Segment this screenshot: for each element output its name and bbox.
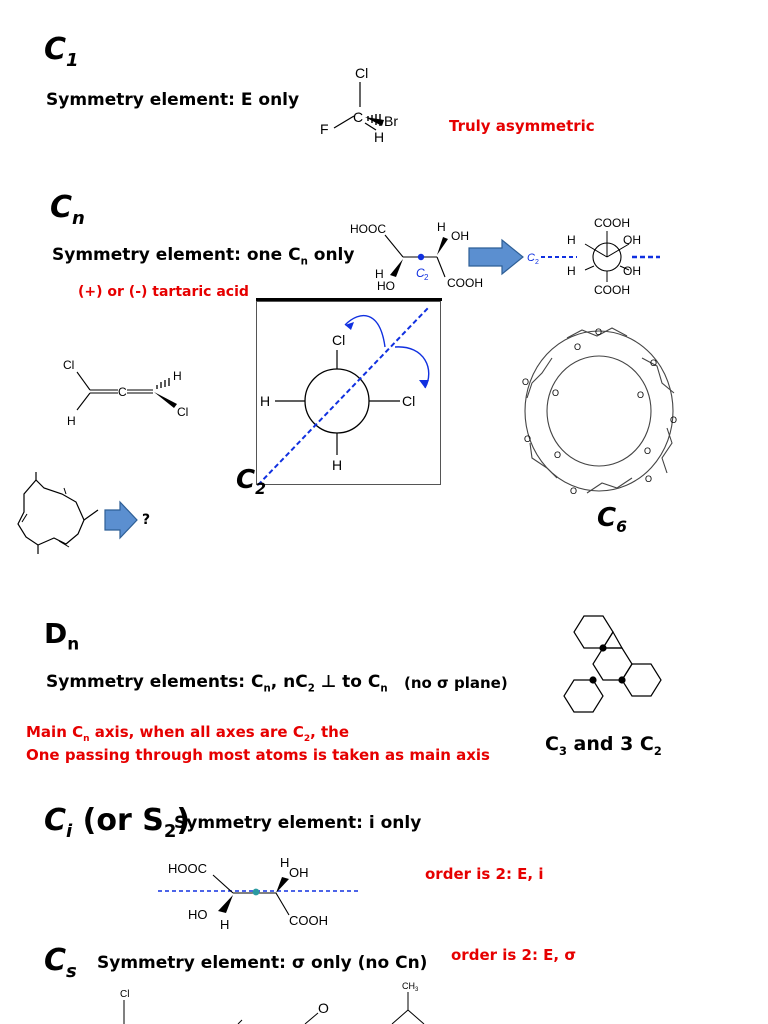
svg-text:O: O (554, 450, 561, 460)
dn-no-sigma: (no σ plane) (404, 674, 508, 692)
svg-text:H: H (567, 264, 576, 278)
svg-text:OH: OH (289, 865, 309, 880)
atom-cl: Cl (355, 65, 368, 81)
question-mark: ? (142, 512, 151, 528)
allene-molecule: Cl C H H Cl (63, 358, 188, 428)
cs-example-molecules: Cl O CH3 (120, 981, 425, 1024)
ci-tartaric-molecule: HOOC H OH COOH HO H (158, 855, 358, 932)
svg-text:O: O (522, 377, 529, 387)
svg-text:HO: HO (377, 279, 395, 293)
arrow-right-icon-2 (104, 500, 138, 540)
svg-text:Cl: Cl (177, 405, 188, 419)
svg-text:COOH: COOH (594, 216, 630, 230)
svg-text:C: C (527, 252, 535, 264)
svg-text:OH: OH (623, 264, 641, 278)
tartaric-molecule: HOOC C 2 COOH H OH H HO (350, 220, 483, 293)
dn-main-axis-note-2: One passing through most atoms is taken … (26, 746, 490, 764)
newman-projection-large: Cl H Cl H (257, 307, 430, 486)
svg-text:2: 2 (424, 273, 429, 282)
cs-heading: Cs (44, 943, 77, 982)
svg-text:H: H (280, 855, 289, 870)
dn-heading: Dn (44, 617, 80, 654)
triphenylene-label: C3 and 3 C2 (545, 733, 662, 758)
cyclododecatriene-molecule (17, 472, 99, 554)
svg-text:Cl: Cl (120, 989, 129, 1000)
svg-text:H: H (437, 220, 446, 234)
svg-text:C: C (416, 266, 425, 280)
svg-text:COOH: COOH (289, 913, 328, 928)
ci-heading: Ci (or S2) (44, 803, 191, 842)
svg-text:OH: OH (451, 229, 469, 243)
atom-h: H (374, 129, 384, 145)
dn-symmetry-text: Symmetry elements: Cn, nC2 ⊥ to Cn (46, 672, 388, 695)
svg-text:O: O (552, 388, 559, 398)
dn-main-axis-note-1: Main Cn axis, when all axes are C2, the (26, 723, 350, 744)
svg-text:O: O (570, 486, 577, 496)
ch3-label: CH3 (402, 981, 419, 993)
newman-frame (256, 301, 441, 485)
svg-text:H: H (260, 393, 270, 409)
triphenylene-molecule (563, 615, 662, 713)
newman-top-bar (256, 298, 442, 301)
cs-symmetry-text: Symmetry element: σ only (no Cn) (97, 953, 428, 973)
svg-text:O: O (637, 390, 644, 400)
svg-text:O: O (650, 358, 657, 368)
svg-text:H: H (332, 457, 342, 473)
atom-br: Br (384, 113, 398, 129)
svg-text:Cl: Cl (402, 393, 415, 409)
c1-molecule: Cl C F Br H (320, 65, 398, 145)
cs-order-note: order is 2: E, σ (451, 946, 577, 964)
svg-text:O: O (574, 342, 581, 352)
svg-text:O: O (524, 434, 531, 444)
svg-text:O: O (644, 446, 651, 456)
svg-text:HOOC: HOOC (350, 222, 386, 236)
svg-text:H: H (567, 233, 576, 247)
ci-symmetry-text: Symmetry element: i only (174, 813, 422, 833)
newman-c2-label: C2 (236, 465, 266, 499)
ci-order-note: order is 2: E, i (425, 865, 544, 883)
c1-heading: C1 (44, 32, 79, 71)
tartaric-acid-label: (+) or (-) tartaric acid (78, 284, 249, 300)
cyclodextrin-molecule: O O O O O O O O O O O O (522, 327, 677, 496)
svg-text:HO: HO (188, 907, 208, 922)
svg-text:2: 2 (535, 259, 539, 266)
cyclodextrin-c6-label: C6 (597, 503, 627, 537)
svg-text:O: O (670, 415, 677, 425)
svg-text:Cl: Cl (63, 358, 74, 372)
svg-text:H: H (220, 917, 229, 932)
tartaric-newman-small: COOH H OH H OH COOH C 2 (527, 216, 660, 297)
c1-symmetry-text: Symmetry element: E only (46, 90, 300, 110)
atom-c: C (353, 109, 363, 125)
cn-symmetry-text: Symmetry element: one Cn only (52, 245, 355, 268)
svg-text:COOH: COOH (447, 276, 483, 290)
svg-text:O: O (318, 1000, 329, 1016)
svg-text:Cl: Cl (332, 332, 345, 348)
svg-text:H: H (375, 267, 384, 281)
svg-text:COOH: COOH (594, 283, 630, 297)
svg-text:OH: OH (623, 233, 641, 247)
svg-text:O: O (645, 474, 652, 484)
svg-text:O: O (595, 327, 602, 337)
cn-heading: Cn (50, 190, 85, 229)
atom-f: F (320, 121, 329, 137)
svg-text:H: H (173, 369, 182, 383)
svg-text:H: H (67, 414, 76, 428)
svg-text:C: C (118, 385, 127, 399)
svg-text:HOOC: HOOC (168, 861, 207, 876)
c1-truly-asymmetric: Truly asymmetric (449, 117, 595, 135)
arrow-right-icon (468, 238, 524, 276)
